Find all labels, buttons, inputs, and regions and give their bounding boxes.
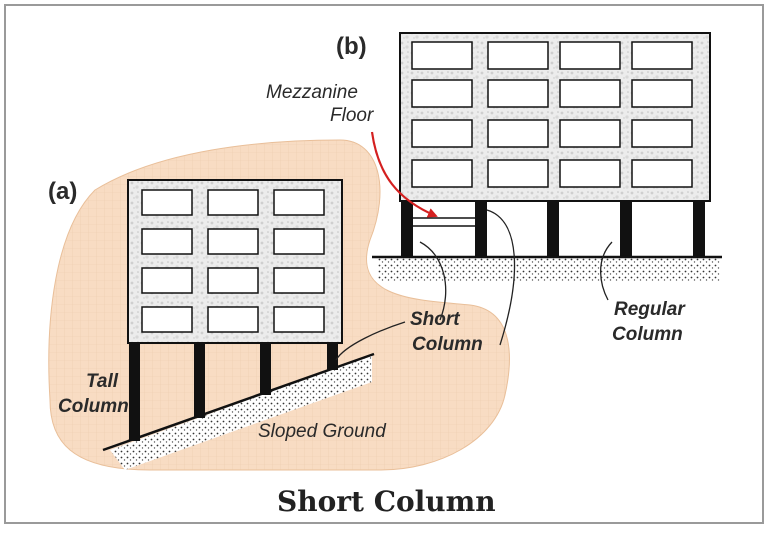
short-column-label-line1: Short bbox=[410, 309, 460, 330]
tall-column bbox=[129, 343, 140, 441]
leader-lines bbox=[335, 209, 613, 361]
building-a-windows bbox=[141, 189, 325, 333]
tall-column-label-line2: Column bbox=[58, 396, 129, 417]
sloped-ground-hatch bbox=[110, 355, 372, 470]
flat-ground-hatch bbox=[378, 258, 720, 282]
mezzanine-slab bbox=[412, 217, 476, 227]
sloped-ground-label: Sloped Ground bbox=[258, 421, 386, 442]
diagram-title: Short Column bbox=[277, 485, 496, 518]
short-column-label-line2: Column bbox=[412, 334, 483, 355]
mezzanine-label-line1: Mezzanine bbox=[266, 82, 358, 103]
tall-column-label-line1: Tall bbox=[86, 371, 119, 392]
mezzanine-arrow bbox=[370, 131, 438, 218]
short-column-a bbox=[327, 343, 338, 370]
building-b-windows bbox=[411, 41, 693, 188]
mezzanine-label-line2: Floor bbox=[330, 105, 374, 126]
panel-b-label: (b) bbox=[336, 33, 367, 60]
building-a-columns bbox=[129, 343, 338, 441]
regular-column-label-line2: Column bbox=[612, 324, 683, 345]
regular-column-label-line1: Regular bbox=[614, 299, 685, 320]
building-a bbox=[127, 179, 343, 344]
building-b bbox=[399, 32, 711, 202]
building-b-columns bbox=[401, 201, 705, 256]
panel-a-label: (a) bbox=[48, 178, 78, 205]
